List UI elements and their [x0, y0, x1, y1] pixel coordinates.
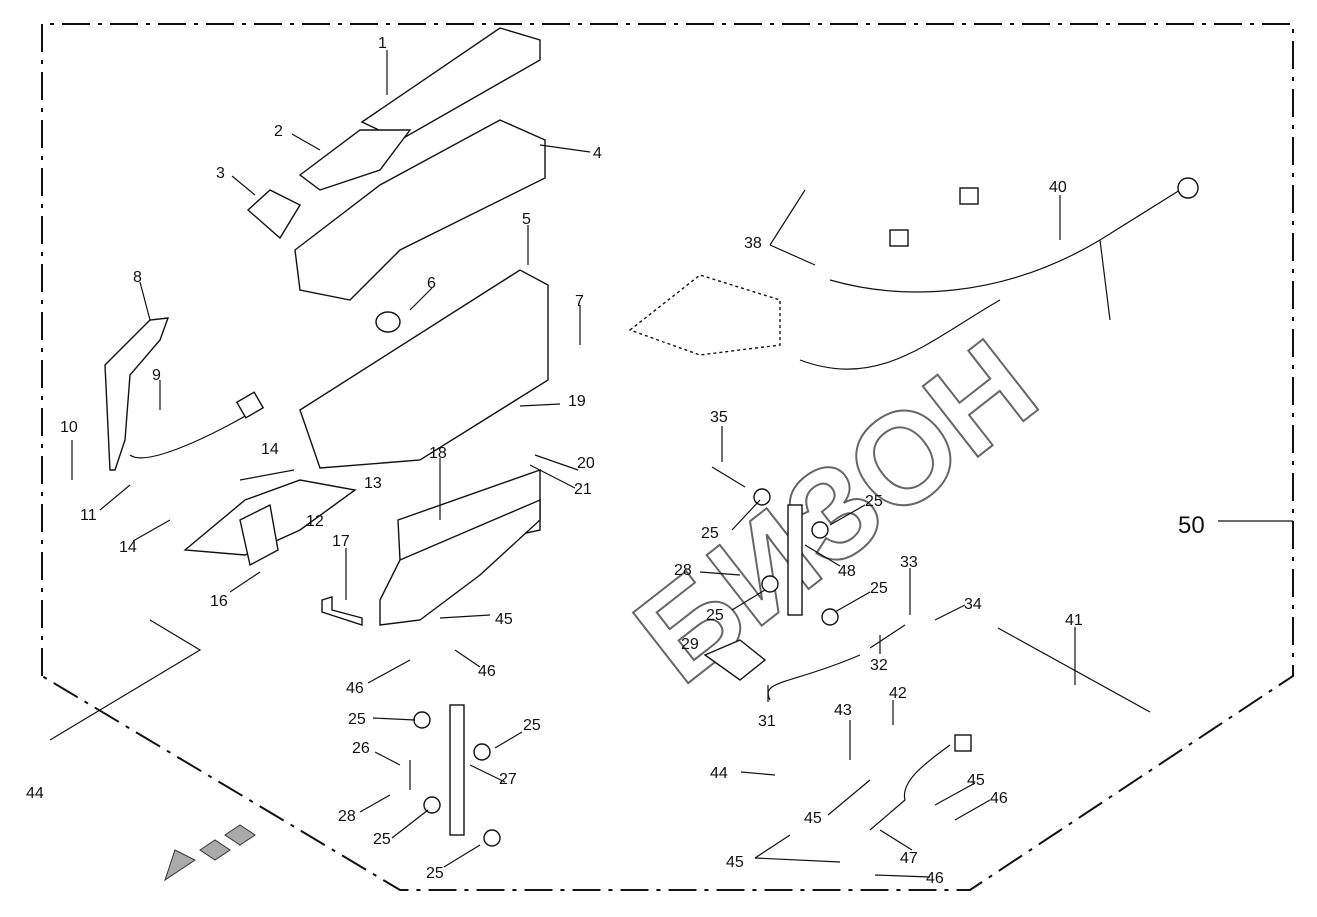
part-label: 2	[274, 123, 283, 140]
part-label: 3	[216, 165, 225, 182]
part-label: 4	[593, 145, 602, 162]
part-label: 44	[710, 765, 728, 782]
harness-40	[628, 177, 1199, 831]
part-label: 14	[261, 441, 279, 458]
part-label: 25	[426, 865, 444, 882]
part-label: 27	[499, 771, 517, 788]
part-label: 12	[306, 513, 324, 530]
part-label: 8	[133, 269, 142, 286]
part-label: 28	[674, 562, 692, 579]
part-label: 25	[348, 711, 366, 728]
part-label: 1	[378, 35, 387, 52]
part-label: 33	[900, 554, 918, 571]
part-label: 20	[577, 455, 595, 472]
part-label: 7	[575, 293, 584, 310]
part-label: 46	[926, 870, 944, 887]
part-label: 35	[710, 409, 728, 426]
part-label: 41	[1065, 612, 1083, 629]
part-label: 19	[568, 393, 586, 410]
console-cover	[246, 27, 549, 469]
part-label: 6	[427, 275, 436, 292]
part-label: 11	[80, 507, 97, 524]
part-label: 47	[900, 850, 918, 867]
part-label: 45	[967, 772, 985, 789]
part-label: 29	[681, 636, 699, 653]
part-label: 25	[701, 525, 719, 542]
part-label: 45	[495, 611, 513, 628]
part-label: 46	[478, 663, 496, 680]
part-label: 32	[870, 657, 888, 674]
part-label: 25	[870, 580, 888, 597]
part-labels: 1 2 3 4 5 6 7 8 9 10 11 12 13 14 14 16 1…	[26, 35, 1083, 887]
part-label: 28	[338, 808, 356, 825]
part-label: 5	[522, 211, 531, 228]
part-label: 46	[990, 790, 1008, 807]
part-label: 43	[834, 702, 852, 719]
part-label: 9	[152, 367, 161, 384]
part-label: 18	[429, 445, 447, 462]
watermark-logo: БИЗОН	[609, 311, 1063, 710]
part-label: 40	[1049, 179, 1067, 196]
part-label: 34	[964, 596, 982, 613]
part-label: 38	[744, 235, 762, 252]
part-label: 14	[119, 539, 137, 556]
part-label: 46	[346, 680, 364, 697]
part-label: 45	[804, 810, 822, 827]
direction-arrow	[164, 824, 256, 882]
part-label: 25	[373, 831, 391, 848]
bracket-18	[321, 469, 541, 626]
pedal-linkage	[409, 466, 1151, 847]
part-label: 10	[60, 419, 78, 436]
part-label: 25	[706, 607, 724, 624]
lever-assembly	[104, 317, 357, 567]
part-label: 48	[838, 563, 856, 580]
part-label: 26	[352, 740, 370, 757]
part-label: 31	[758, 713, 776, 730]
part-label: 25	[865, 493, 883, 510]
part-label: 13	[364, 475, 382, 492]
part-label: 45	[726, 854, 744, 871]
part-label: 21	[574, 481, 592, 498]
part-label: 42	[889, 685, 907, 702]
leader-lines	[49, 50, 1076, 878]
part-label: 25	[523, 717, 541, 734]
part-label: 44	[26, 785, 44, 802]
assembly-number: 50	[1178, 512, 1205, 539]
part-label: 16	[210, 593, 228, 610]
assembly-boundary	[41, 23, 1294, 891]
part-label: 17	[332, 533, 350, 550]
